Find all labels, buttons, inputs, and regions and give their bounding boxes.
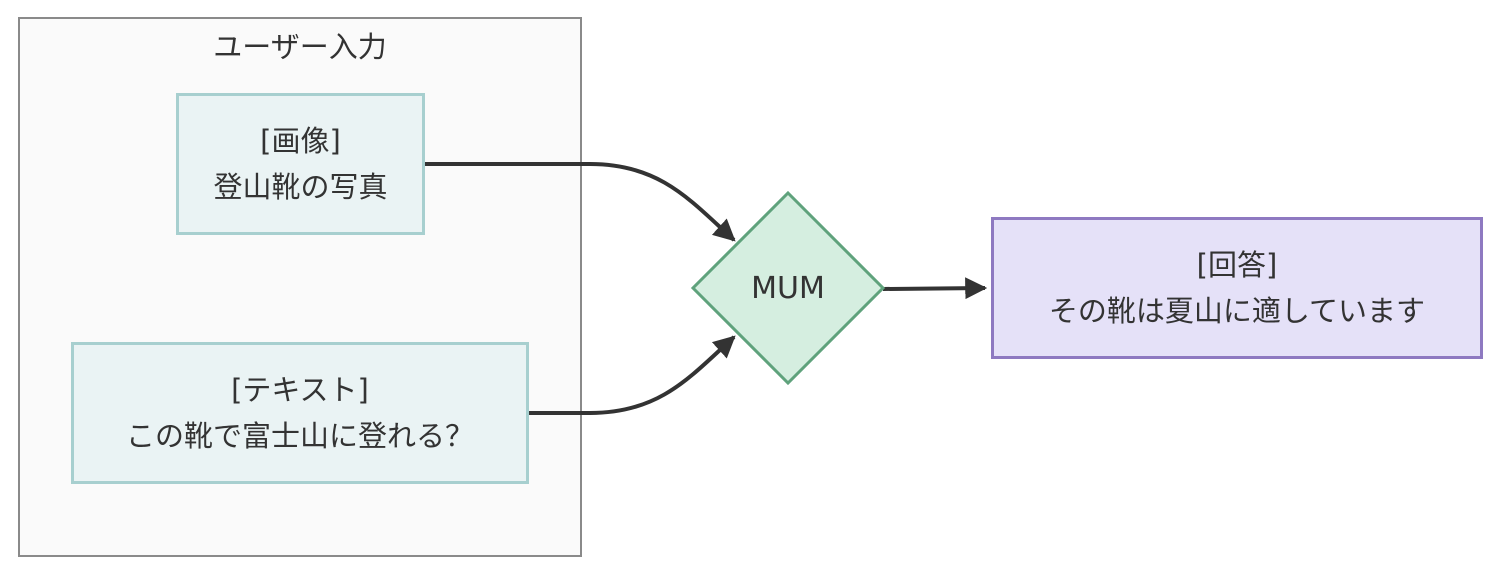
mum-label: MUM — [751, 270, 825, 306]
mum-diamond — [690, 190, 886, 386]
image-node-text: 登山靴の写真 — [213, 170, 388, 204]
image-input-node: [画像] 登山靴の写真 — [176, 93, 425, 235]
edge-text-to-mum — [529, 335, 736, 415]
text-node-tag: [テキスト] — [231, 373, 369, 407]
edge-image-to-mum — [425, 162, 736, 242]
text-input-node: [テキスト] この靴で富士山に登れる？ — [71, 342, 529, 484]
image-node-tag: [画像] — [260, 124, 341, 158]
answer-node: [回答] その靴は夏山に適しています — [991, 217, 1483, 359]
text-node-text: この靴で富士山に登れる？ — [125, 419, 474, 453]
answer-node-tag: [回答] — [1196, 248, 1278, 282]
group-title: ユーザー入力 — [213, 30, 387, 64]
answer-node-text: その靴は夏山に適しています — [1048, 294, 1426, 328]
edge-mum-to-answer — [882, 277, 988, 300]
